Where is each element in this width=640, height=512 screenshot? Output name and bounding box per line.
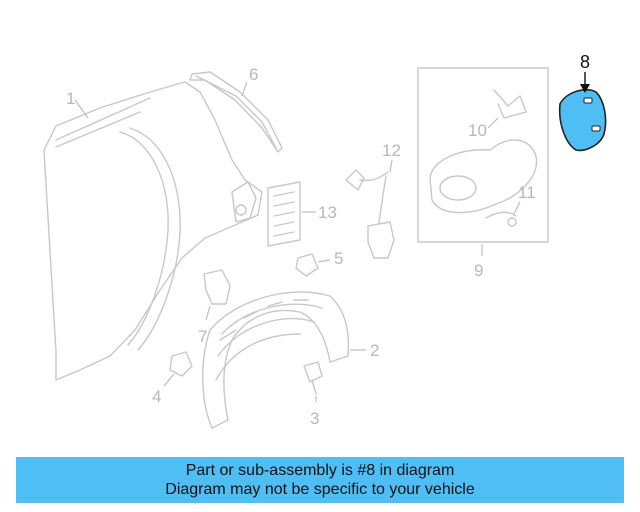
part-8-fuel-door-highlighted [558,88,607,152]
callout-12: 12 [382,141,401,160]
callout-2: 2 [370,341,379,360]
part-9-fuel-door-housing-assembly [417,67,549,243]
part-6-trim-strip [189,71,283,153]
leader-10 [487,117,499,129]
part-2-wheelhouse-liner [202,291,350,429]
leader-4 [163,373,175,387]
leader-8-arrowhead [580,84,590,93]
part-7-bracket [203,269,231,305]
callout-5: 5 [334,249,343,268]
callout-10: 10 [468,121,487,140]
leader-7 [205,305,211,321]
part-13-vent [267,181,301,247]
leader-12 [389,159,393,173]
callout-4: 4 [152,387,161,406]
leader-11 [513,201,521,215]
callout-11: 11 [518,183,536,202]
part-4-clip [169,351,193,377]
part-1-quarter-panel [43,81,263,381]
callout-3: 3 [310,409,319,428]
info-banner: Part or sub-assembly is #8 in diagram Di… [16,457,624,503]
part-3-screw [303,361,323,395]
callout-7: 7 [198,327,207,346]
leader-1 [74,99,89,119]
callout-6: 6 [249,65,258,84]
callout-8: 8 [580,52,590,72]
callout-9: 9 [474,261,483,280]
part-5-clip [295,253,319,277]
leader-5 [317,259,331,263]
callout-13: 13 [318,203,337,222]
part-12-release-cable [345,169,395,259]
banner-line-2: Diagram may not be specific to your vehi… [165,481,475,498]
banner-line-1: Part or sub-assembly is #8 in diagram [185,462,455,479]
callout-1: 1 [66,89,75,108]
leader-6 [241,81,248,97]
